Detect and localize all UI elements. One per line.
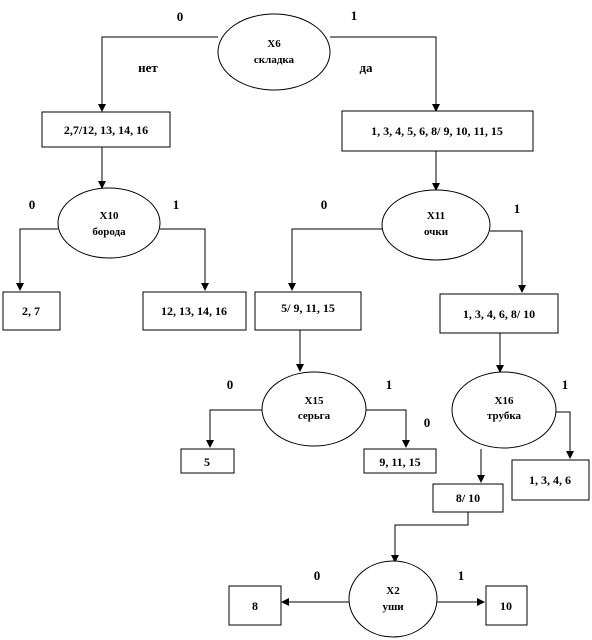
branch-label-x2-0: 0 xyxy=(314,568,321,583)
x11-feature: очки xyxy=(424,226,449,238)
branch-label-x11-1: 1 xyxy=(514,201,521,216)
set-text-x10-1: 12, 13, 14, 16 xyxy=(161,304,227,318)
edge-x10-1 xyxy=(160,228,209,291)
branch-label-x6-0: 0 xyxy=(177,9,184,24)
set-box-x15-0 xyxy=(180,448,235,474)
x15-feature: серьга xyxy=(298,410,331,422)
x10-name: X10 xyxy=(100,210,119,222)
set-text-x11-0: 5/ 9, 11, 15 xyxy=(281,301,335,315)
branch-label-x15-0b: 0 xyxy=(424,415,431,430)
decision-node-x2 xyxy=(348,560,438,638)
branch-label-x6-1: 1 xyxy=(351,8,358,23)
decision-node-x11 xyxy=(381,189,491,261)
set-box-x2-0 xyxy=(228,585,282,626)
set-text-x15-0: 5 xyxy=(204,455,210,469)
set-box-x2-1 xyxy=(485,585,528,626)
set-text-x16-0: 8/ 10 xyxy=(456,491,480,505)
branch-label-x10-0: 0 xyxy=(29,197,36,212)
branch-label-x10-1: 1 xyxy=(173,197,180,212)
set-box-x10-1 xyxy=(142,291,247,331)
set-box-x16-1 xyxy=(511,459,590,501)
set-box-x11-1 xyxy=(439,293,559,334)
x15-name: X15 xyxy=(305,395,324,407)
edge-x10-0 xyxy=(16,228,58,291)
set-text-x10-0: 2, 7 xyxy=(22,304,40,318)
set-text-x2-1: 10 xyxy=(500,599,512,613)
set-box-x11-0 xyxy=(254,291,362,331)
branch-label-x6-no: нет xyxy=(138,60,158,75)
edge-x11-0 xyxy=(288,228,382,291)
set-text-x11-1: 1, 3, 4, 6, 8/ 10 xyxy=(463,307,535,321)
edge-x6-no xyxy=(98,36,218,112)
x6-name: X6 xyxy=(267,38,281,50)
branch-label-x6-yes: да xyxy=(359,60,373,75)
x10-feature: борода xyxy=(92,226,126,238)
edge-x6-yes xyxy=(330,36,440,112)
x6-feature: складка xyxy=(254,54,295,66)
x16-name: X16 xyxy=(495,395,514,407)
connectors xyxy=(16,36,574,606)
set-box-root-left xyxy=(41,111,171,148)
x2-feature: уши xyxy=(382,601,404,613)
set-text-root-right: 1, 3, 4, 5, 6, 8/ 9, 10, 11, 15 xyxy=(371,124,503,138)
set-text-root-left: 2,7/12, 13, 14, 16 xyxy=(64,123,148,137)
decision-node-x16 xyxy=(451,371,557,449)
edge-x16-1 xyxy=(556,411,574,459)
set-box-root-right xyxy=(341,110,534,152)
decision-node-x6 xyxy=(217,13,331,91)
set-box-x15-1 xyxy=(363,448,437,474)
decision-node-x10 xyxy=(57,187,161,259)
branch-label-x15-0: 0 xyxy=(227,377,234,392)
branch-label-x16-1: 1 xyxy=(562,377,569,392)
set-text-x15-1: 9, 11, 15 xyxy=(379,455,420,469)
branch-label-x2-1: 1 xyxy=(458,568,465,583)
branch-label-x11-0: 0 xyxy=(321,197,328,212)
edge-x15-1 xyxy=(366,409,410,448)
set-text-x2-0: 8 xyxy=(252,599,258,613)
edge-x11-1 xyxy=(490,230,526,293)
decision-node-x15 xyxy=(261,371,367,447)
x11-name: X11 xyxy=(427,210,445,222)
edge-x15-0 xyxy=(206,409,262,448)
branch-label-x15-1: 1 xyxy=(386,377,393,392)
edge-to-x2 xyxy=(391,512,469,563)
x2-name: X2 xyxy=(386,585,400,597)
set-box-x10-0 xyxy=(2,291,61,331)
set-text-x16-1: 1, 3, 4, 6 xyxy=(529,473,571,487)
set-box-x16-0 xyxy=(432,483,504,513)
x16-feature: трубка xyxy=(487,410,522,422)
